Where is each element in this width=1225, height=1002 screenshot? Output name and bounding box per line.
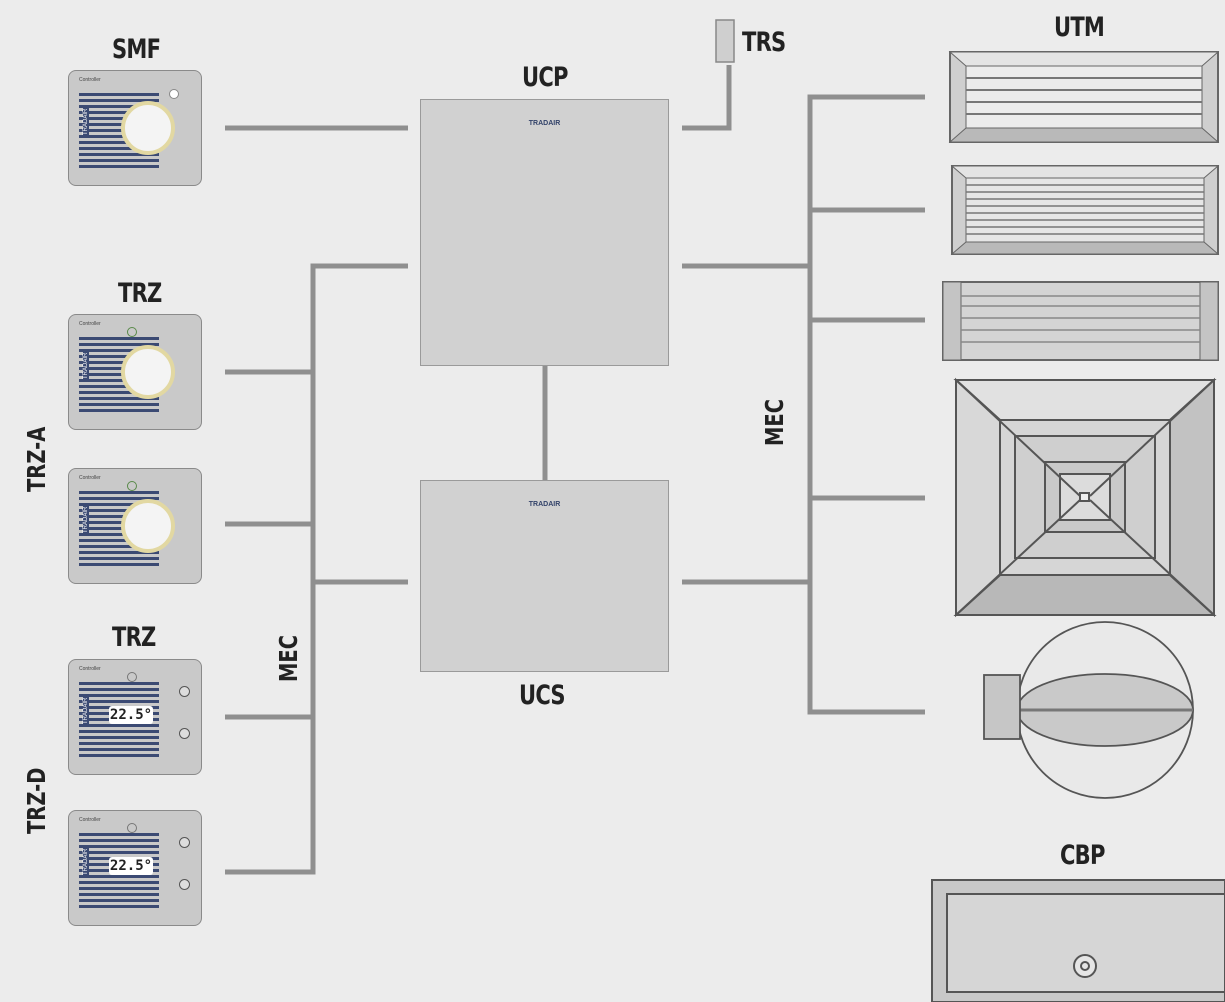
cbp-label: CBP	[1060, 840, 1105, 871]
temperature-dial[interactable]	[121, 499, 175, 553]
down-button[interactable]	[179, 728, 190, 739]
status-led	[127, 327, 137, 337]
square-diffuser	[953, 377, 1217, 618]
up-button[interactable]	[179, 686, 190, 697]
mec-right-bus	[807, 94, 925, 715]
trz-digital-controller-1: Controller TRADAIR 22.5°	[68, 659, 202, 775]
temperature-dial[interactable]	[121, 345, 175, 399]
grille-1	[948, 51, 1220, 143]
status-led	[127, 672, 137, 682]
ucs-unit: TRADAIR	[420, 480, 669, 672]
ucp-unit: TRADAIR	[420, 99, 669, 366]
controller-brand: Controller	[79, 77, 101, 83]
grille-3	[942, 281, 1219, 361]
trz-label-bottom: TRZ	[112, 622, 156, 653]
fan-speed-dial[interactable]	[121, 101, 175, 155]
ucp-label: UCP	[522, 62, 568, 93]
utm-label: UTM	[1054, 12, 1105, 43]
trz-label-top: TRZ	[118, 278, 162, 309]
grille-2	[950, 165, 1220, 255]
ucs-brand: TRADAIR	[528, 501, 561, 508]
trz-d-label: TRZ-D	[22, 767, 51, 834]
controller-side-text: TRADAIR	[83, 695, 89, 726]
up-button[interactable]	[179, 837, 190, 848]
controller-side-text: TRADAIR	[83, 106, 89, 137]
status-led	[169, 89, 179, 99]
controller-brand: Controller	[79, 321, 101, 327]
temperature-display: 22.5°	[109, 857, 153, 875]
temperature-display: 22.5°	[109, 706, 153, 724]
mec-left-label: MEC	[274, 634, 303, 682]
mec-right-label: MEC	[760, 398, 789, 446]
trz-digital-controller-2: Controller TRADAIR 22.5°	[68, 810, 202, 926]
controller-side-text: TRADAIR	[83, 504, 89, 535]
round-damper	[983, 621, 1194, 799]
controller-side-text: TRADAIR	[83, 350, 89, 381]
ucp-brand: TRADAIR	[528, 120, 561, 127]
connection-lines	[225, 65, 925, 875]
cbp-plenum	[931, 879, 1225, 1002]
controller-brand: Controller	[79, 475, 101, 481]
smf-controller: Controller TRADAIR	[68, 70, 202, 186]
trs-label: TRS	[742, 27, 786, 58]
trs-sensor	[715, 19, 735, 63]
trs-line	[682, 65, 732, 131]
mec-left-bus	[225, 263, 408, 875]
smf-label: SMF	[112, 34, 161, 65]
down-button[interactable]	[179, 879, 190, 890]
controller-brand: Controller	[79, 666, 101, 672]
ucs-label: UCS	[519, 680, 566, 711]
trz-a-label: TRZ-A	[22, 426, 51, 492]
controller-brand: Controller	[79, 817, 101, 823]
status-led	[127, 481, 137, 491]
status-led	[127, 823, 137, 833]
controller-side-text: TRADAIR	[83, 846, 89, 877]
trz-controller-1: Controller TRADAIR	[68, 314, 202, 430]
trz-controller-2: Controller TRADAIR	[68, 468, 202, 584]
